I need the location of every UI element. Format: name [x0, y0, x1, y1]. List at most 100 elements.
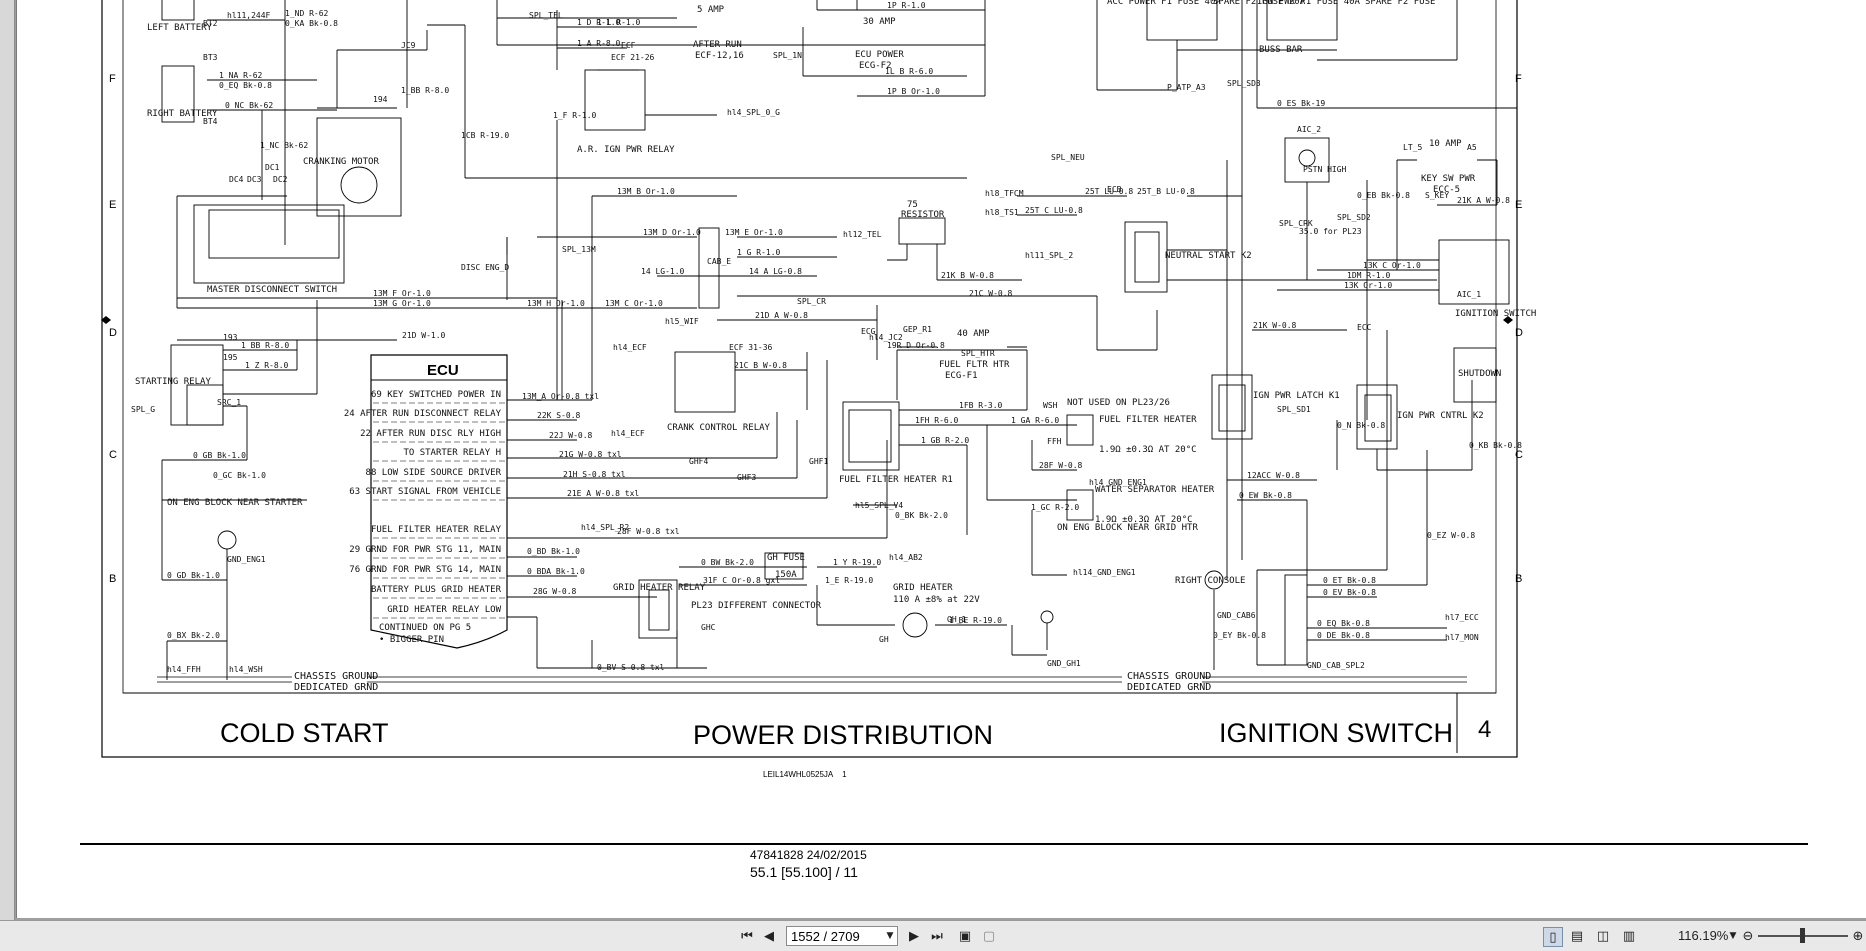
- ecu-title: ECU: [427, 362, 459, 379]
- wire-label: 25T_B LU-0.8: [1137, 187, 1195, 196]
- last-page-icon[interactable]: ⏭: [931, 928, 943, 944]
- page-dropdown-icon[interactable]: ▼: [886, 931, 894, 941]
- row-label-right: D: [1515, 327, 1523, 339]
- zoom-in-icon[interactable]: ⊕: [1852, 928, 1864, 944]
- zoom-dropdown-icon[interactable]: ▼: [1729, 931, 1737, 941]
- splice-label: ECB: [1107, 185, 1122, 194]
- gh-fuse-label: GH FUSE: [767, 553, 805, 563]
- ecu-wire-label: 13M_A Or-0.8 txl: [522, 392, 599, 401]
- wire-label: 1_GA R-6.0: [1011, 416, 1059, 425]
- ecu-power-fuse-label: 30 AMP: [863, 17, 896, 27]
- chassis-ground-label-left: CHASSIS GROUND: [294, 671, 378, 682]
- ground-ref-label: hl7_MON: [1445, 633, 1479, 642]
- view-mode-2-icon[interactable]: ▢: [982, 928, 996, 944]
- ar-ign-pwr-relay-label: A.R. IGN PWR RELAY: [577, 145, 675, 155]
- resistor-value-label: 75: [907, 200, 918, 210]
- prev-page-icon[interactable]: ◀: [764, 928, 774, 944]
- two-page-continuous-icon[interactable]: ▥: [1622, 928, 1636, 944]
- splice-label: GEP_R1: [903, 325, 932, 334]
- continuous-icon[interactable]: ▤: [1570, 928, 1584, 944]
- wire-label: 1_BB R-8.0: [241, 341, 289, 350]
- wire-label: 0_EQ Bk-0.8: [1317, 619, 1370, 628]
- wire-label: 13K Or-1.0: [1344, 281, 1392, 290]
- splice-label: CAB_E: [707, 257, 731, 266]
- fuel-fltr-htr-fuse-label: 40 AMP: [957, 329, 990, 339]
- not-used-label: NOT USED ON PL23/26: [1067, 398, 1170, 408]
- after-run-label: AFTER RUN: [693, 40, 742, 50]
- water-separator-spec-label: 1.9Ω ±0.3Ω AT 20°C: [1095, 515, 1193, 525]
- single-page-icon[interactable]: ▯: [1543, 927, 1563, 947]
- page-toolbar: ⏮ ◀ ▼ ▶ ⏭ ▣ ▢ ▯ ▤ ◫ ▥ 116.19% ▼ ⊖ ⊕: [0, 920, 1866, 951]
- wire-label: 21K_A W-0.8: [1457, 196, 1510, 205]
- row-label-right: C: [1515, 449, 1523, 461]
- wire-label: 1_E R-19.0: [825, 576, 873, 585]
- splice-label: DC3: [247, 175, 262, 184]
- ecu-pin-label: BATTERY PLUS GRID HEATER: [371, 585, 502, 595]
- key-sw-pwr-fuse-label: 10 AMP: [1429, 139, 1462, 149]
- wire-label: 1CB R-19.0: [461, 131, 509, 140]
- wire-label: 1P R-1.0: [887, 1, 926, 10]
- wire-label: 0_EZ W-0.8: [1427, 531, 1475, 540]
- splice-label: SPL_HTR: [961, 349, 995, 358]
- wire-label: 1_NC Bk-62: [260, 141, 308, 150]
- chassis-ground-label-right: CHASSIS GROUND: [1127, 671, 1211, 682]
- splice-label: BT4: [203, 117, 218, 126]
- splice-label: ECF: [621, 41, 636, 50]
- wire-label: 1_D R-1.0: [577, 18, 621, 27]
- row-label-left: E: [109, 199, 116, 211]
- zoom-level[interactable]: 116.19%: [1678, 928, 1729, 943]
- buss-bar-label: BUSS BAR: [1259, 45, 1303, 55]
- wire-label: 14_A LG-0.8: [749, 267, 802, 276]
- page-number-input[interactable]: [786, 926, 898, 946]
- splice-label: DISC ENG_D: [461, 263, 509, 272]
- ground-ref-label: hl4_ECF: [611, 429, 645, 438]
- splice-label: AIC_1: [1457, 290, 1481, 299]
- ecu-wire-label: 0_BV S-0.8 txl: [597, 663, 665, 672]
- master-disconnect-label: MASTER DISCONNECT SWITCH: [207, 285, 337, 295]
- section-title-ignition-switch: IGNITION SWITCH: [1219, 718, 1453, 748]
- key-sw-pwr-id-label: ECC-5: [1433, 185, 1460, 195]
- ground-ref-label: hl4_FFH: [167, 665, 201, 674]
- splice-label: SPL_CRK: [1279, 219, 1313, 228]
- wire-label: 0_EV Bk-0.8: [1323, 588, 1376, 597]
- first-page-icon[interactable]: ⏮: [741, 928, 753, 944]
- splice-label: GHF3: [737, 473, 756, 482]
- next-page-icon[interactable]: ▶: [909, 928, 919, 944]
- side-panel-edge[interactable]: [0, 0, 15, 920]
- row-label-right: B: [1515, 573, 1522, 585]
- starting-relay-label: STARTING RELAY: [135, 377, 211, 387]
- splice-label: A5: [1467, 143, 1477, 152]
- grid-heater-relay-label: GRID HEATER RELAY: [613, 583, 706, 593]
- ecu-wire-label: 0_BDA Bk-1.0: [527, 567, 585, 576]
- wire-label: 0_EW Bk-0.8: [1239, 491, 1292, 500]
- wire-label: 35.0 for PL23: [1299, 227, 1362, 236]
- drawing-frame: [101, 0, 1518, 758]
- wire-label: 21D_A W-0.8: [755, 311, 808, 320]
- wire-label: 1_ND R-62: [285, 9, 329, 18]
- zoom-out-icon[interactable]: ⊖: [1742, 928, 1754, 944]
- acc-power-fuse-label: ACC POWER F1 FUSE 40A: [1107, 0, 1221, 7]
- fuel-fltr-htr-id-label: ECG-F1: [945, 371, 978, 381]
- zoom-slider-thumb[interactable]: [1800, 928, 1805, 943]
- fuel-fltr-htr-label: FUEL FLTR HTR: [939, 360, 1010, 370]
- wire-label: 28F W-0.8: [1039, 461, 1083, 470]
- splice-label: GHF1: [809, 457, 828, 466]
- splice-label: SPL_SD3: [1227, 79, 1261, 88]
- view-mode-icon[interactable]: ▣: [958, 928, 972, 944]
- splice-label: 195: [223, 353, 238, 362]
- ground-ref-label: GND_CAB6: [1217, 611, 1256, 620]
- splice-label: BT3: [203, 53, 218, 62]
- on-eng-block-starter-label: ON ENG BLOCK NEAR STARTER: [167, 498, 303, 508]
- row-label-left: C: [109, 449, 117, 461]
- ground-ref-label: hl4_ECF: [613, 343, 647, 352]
- ecu-power-id-label: ECG-F2: [859, 61, 892, 71]
- splice-label: SRC_1: [217, 398, 241, 407]
- two-page-icon[interactable]: ◫: [1596, 928, 1610, 944]
- splice-label: SPL_CR: [797, 297, 826, 306]
- splice-label: 194: [373, 95, 388, 104]
- crank-control-relay-label: CRANK CONTROL RELAY: [667, 423, 771, 433]
- ecu-wire-label: 22J W-0.8: [549, 431, 593, 440]
